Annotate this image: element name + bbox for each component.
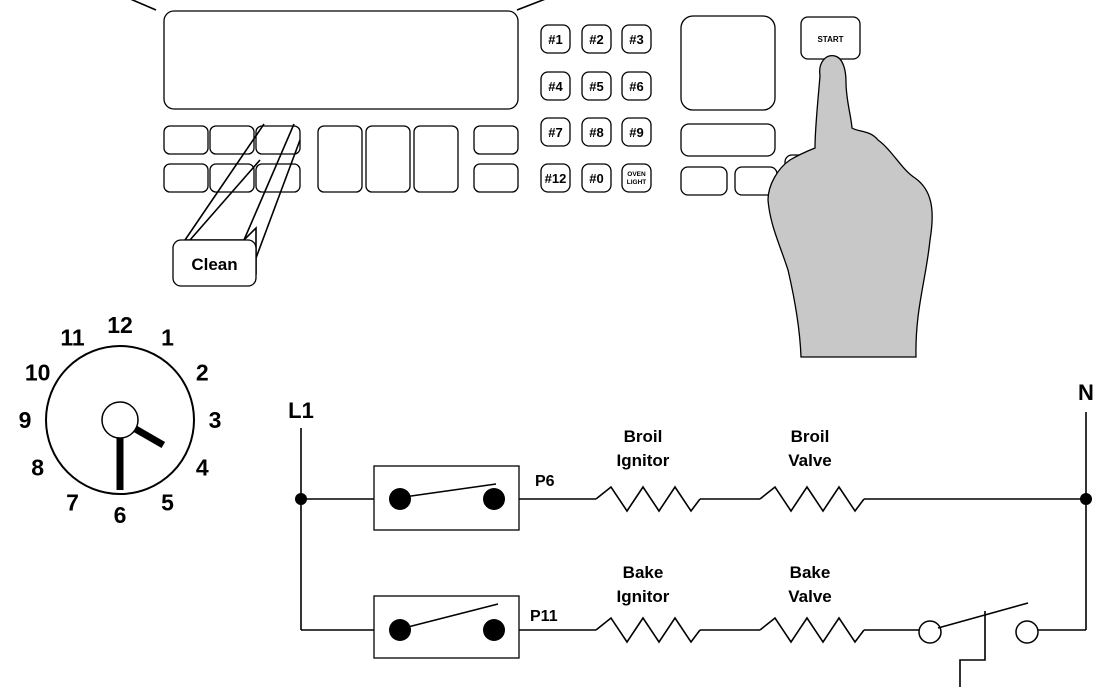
relay-contact — [389, 488, 411, 510]
clock-number-2: 2 — [196, 360, 209, 386]
bake-ignitor-label-1: Bake — [623, 563, 664, 582]
switch-terminal — [1015, 620, 1039, 644]
bake-valve-resistor — [759, 616, 865, 644]
clean-leader — [255, 139, 301, 259]
clock-number-5: 5 — [161, 489, 174, 515]
start-label: START — [817, 35, 843, 44]
pad-button[interactable] — [209, 163, 255, 193]
leader-line-right — [516, 0, 546, 11]
key-0-label: #0 — [589, 171, 603, 186]
key-12-label: #12 — [545, 171, 567, 186]
pad-button[interactable] — [473, 163, 519, 193]
clock-hub — [101, 401, 139, 439]
wide-pad-button[interactable] — [680, 123, 776, 157]
key-1[interactable] — [540, 24, 571, 54]
pad-button[interactable] — [255, 125, 301, 155]
p11-label: P11 — [530, 608, 558, 625]
relay-contact — [389, 619, 411, 641]
key-0[interactable] — [581, 163, 612, 193]
clean-leader — [184, 123, 265, 241]
switch-actuator — [959, 611, 986, 687]
display-window — [163, 10, 519, 110]
key-5[interactable] — [581, 71, 612, 101]
pad-button[interactable] — [255, 163, 301, 193]
relay-switch-blade — [403, 603, 499, 629]
clock-number-4: 4 — [196, 455, 209, 481]
tall-pad-button[interactable] — [365, 125, 411, 193]
clock-number-11: 11 — [60, 325, 85, 351]
clean-label: Clean — [191, 255, 237, 274]
oven-light-key[interactable] — [621, 163, 652, 193]
key-5-label: #5 — [589, 79, 603, 94]
n-label: N — [1078, 380, 1094, 405]
key-3[interactable] — [621, 24, 652, 54]
switch-blade — [937, 602, 1029, 629]
numeric-keypad: #1 #2 #3 #4 #5 #6 #7 #8 #9 #12 #0 OVEN L… — [540, 24, 652, 193]
clock-number-3: 3 — [209, 407, 222, 433]
clean-callout: Clean — [172, 123, 301, 287]
key-2-label: #2 — [589, 32, 603, 47]
broil-ignitor-label-1: Broil — [624, 427, 663, 446]
leader-line-left — [130, 0, 157, 11]
broil-ignitor-label-2: Ignitor — [617, 451, 670, 470]
clean-leader — [189, 159, 261, 241]
key-8[interactable] — [581, 117, 612, 147]
key-9[interactable] — [621, 117, 652, 147]
key-6[interactable] — [621, 71, 652, 101]
pad-button[interactable] — [473, 125, 519, 155]
relay-switch-blade — [403, 483, 497, 498]
key-1-label: #1 — [548, 32, 562, 47]
key-8-label: #8 — [589, 125, 603, 140]
p6-label: P6 — [535, 473, 555, 490]
pad-button[interactable] — [209, 125, 255, 155]
circuit-schematic: L1 N P6 Broil Ignitor Broil Valve P11 — [288, 380, 1094, 687]
key-4[interactable] — [540, 71, 571, 101]
clock-number-10: 10 — [25, 360, 51, 386]
clock-number-1: 1 — [161, 325, 174, 351]
key-3-label: #3 — [629, 32, 643, 47]
key-6-label: #6 — [629, 79, 643, 94]
key-4-label: #4 — [548, 79, 563, 94]
relay-contact — [483, 488, 505, 510]
broil-valve-label-1: Broil — [791, 427, 830, 446]
pointing-hand-icon — [767, 55, 933, 358]
control-panel: #1 #2 #3 #4 #5 #6 #7 #8 #9 #12 #0 OVEN L… — [130, 0, 861, 196]
key-7[interactable] — [540, 117, 571, 147]
l1-label: L1 — [288, 398, 314, 423]
relay-contact — [483, 619, 505, 641]
bake-ignitor-label-2: Ignitor — [617, 587, 670, 606]
oven-light-label-line2: LIGHT — [627, 179, 647, 186]
clean-button[interactable] — [172, 239, 257, 287]
oven-light-label-line1: OVEN — [627, 171, 646, 178]
key-9-label: #9 — [629, 125, 643, 140]
key-7-label: #7 — [548, 125, 562, 140]
tall-pad-button[interactable] — [413, 125, 459, 193]
broil-valve-resistor — [759, 485, 865, 513]
broil-ignitor-resistor — [595, 485, 701, 513]
pad-button[interactable] — [680, 166, 728, 196]
clock-number-6: 6 — [114, 502, 127, 528]
bake-ignitor-resistor — [595, 616, 701, 644]
pad-button[interactable] — [163, 125, 209, 155]
pad-button[interactable] — [163, 163, 209, 193]
switch-terminal — [918, 620, 942, 644]
key-12[interactable] — [540, 163, 571, 193]
tall-pad-button[interactable] — [317, 125, 363, 193]
clock-number-8: 8 — [31, 455, 44, 481]
clock-number-7: 7 — [66, 489, 79, 515]
bake-valve-label-1: Bake — [790, 563, 831, 582]
clock-number-12: 12 — [107, 312, 133, 338]
key-2[interactable] — [581, 24, 612, 54]
clean-leader — [243, 123, 295, 241]
large-square-pad[interactable] — [680, 15, 776, 111]
broil-valve-label-2: Valve — [788, 451, 832, 470]
bake-valve-label-2: Valve — [788, 587, 832, 606]
clock-number-9: 9 — [19, 407, 32, 433]
